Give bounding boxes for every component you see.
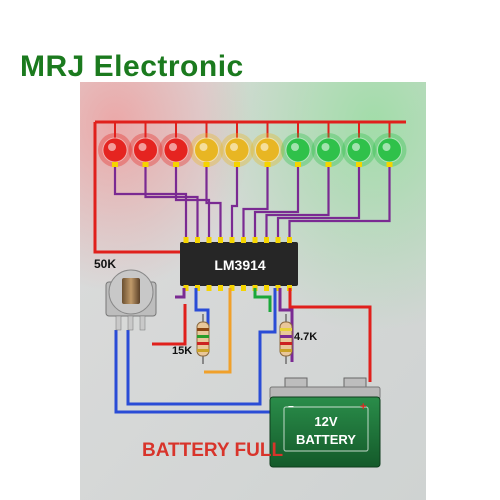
led-pin — [173, 162, 179, 167]
brand-title: MRJ Electronic — [20, 50, 244, 83]
circuit-diagram: LM3914 15K 4.7K 50K — [80, 82, 426, 500]
led-green — [316, 137, 341, 163]
led-pin — [142, 162, 149, 167]
chip-pin-bottom — [264, 285, 269, 291]
chip-pin-bottom — [206, 285, 212, 291]
led-highlight — [352, 143, 360, 151]
led-highlight — [169, 143, 177, 151]
chip-pin-bottom — [218, 285, 223, 291]
led-wire — [230, 164, 239, 242]
green-wire — [253, 288, 272, 312]
led-wire — [205, 164, 222, 242]
resistor-right-label: 4.7K — [294, 331, 317, 343]
led-highlight — [138, 143, 147, 151]
led-highlight — [199, 143, 208, 151]
ic-chip: LM3914 — [180, 237, 298, 291]
red-wire-pot — [152, 304, 187, 346]
chip-pin-top — [287, 237, 292, 243]
battery: 12V BATTERY − + — [269, 377, 381, 468]
led-wire — [288, 164, 391, 242]
led-pin — [112, 162, 118, 167]
led-highlight — [382, 143, 391, 151]
resistor-4-7k — [279, 314, 293, 364]
red-wire-battery — [288, 288, 372, 382]
resistor-left-label: 15K — [172, 345, 192, 357]
battery-minus-sign: − — [288, 402, 294, 413]
led-pin — [325, 162, 332, 167]
chip-pin-bottom — [241, 285, 246, 291]
led-wire — [174, 164, 211, 242]
blue-wire-4 — [258, 288, 277, 382]
battery-label-line2: BATTERY — [296, 432, 356, 447]
led-wire — [144, 164, 199, 242]
led-wire — [265, 164, 330, 242]
led-pin — [386, 162, 393, 167]
led-highlight — [291, 143, 299, 151]
potentiometer — [105, 269, 157, 331]
blue-wire-2 — [126, 330, 262, 406]
chip-label: LM3914 — [214, 257, 266, 273]
orange-wire — [204, 288, 232, 374]
led-wire — [113, 164, 188, 242]
led-green — [377, 137, 402, 163]
led-pin — [264, 162, 271, 167]
led-highlight — [230, 143, 238, 151]
chip-pin-top — [206, 237, 212, 243]
led-yellow — [224, 137, 250, 163]
chip-pin-top — [229, 237, 235, 243]
led-pin — [203, 162, 210, 167]
led-highlight — [260, 143, 269, 151]
led-red — [163, 137, 189, 163]
led-wire — [276, 164, 361, 242]
chip-pin-top — [195, 237, 200, 243]
led-pin — [356, 162, 362, 167]
battery-plus-sign: + — [360, 401, 366, 413]
battery-label-line1: 12V — [314, 414, 337, 429]
chip-pin-top — [275, 237, 281, 243]
led-wires — [113, 164, 391, 242]
led-yellow — [194, 137, 219, 163]
led-wire — [242, 164, 269, 242]
chip-pin-bottom — [229, 285, 235, 291]
led-row — [98, 122, 407, 167]
led-wire — [253, 164, 300, 242]
chip-pin-top — [183, 237, 189, 243]
chip-pin-top — [264, 237, 269, 243]
led-pin — [295, 162, 301, 167]
led-red — [102, 137, 128, 163]
purple-wire-left — [175, 288, 186, 299]
chip-pin-top — [252, 237, 258, 243]
led-green — [285, 137, 311, 163]
led-red — [133, 137, 158, 163]
led-green — [346, 137, 372, 163]
chip-pin-top — [218, 237, 223, 243]
chip-pin-bottom — [183, 285, 189, 291]
blue-wire-1 — [114, 330, 272, 414]
pot-label: 50K — [94, 257, 116, 271]
led-yellow — [255, 137, 280, 163]
status-text: BATTERY FULL — [142, 440, 283, 461]
chip-pin-bottom — [275, 285, 281, 291]
led-highlight — [108, 143, 116, 151]
led-pin — [234, 162, 240, 167]
resistor-15k — [196, 314, 210, 364]
chip-pin-top — [241, 237, 246, 243]
led-highlight — [321, 143, 330, 151]
